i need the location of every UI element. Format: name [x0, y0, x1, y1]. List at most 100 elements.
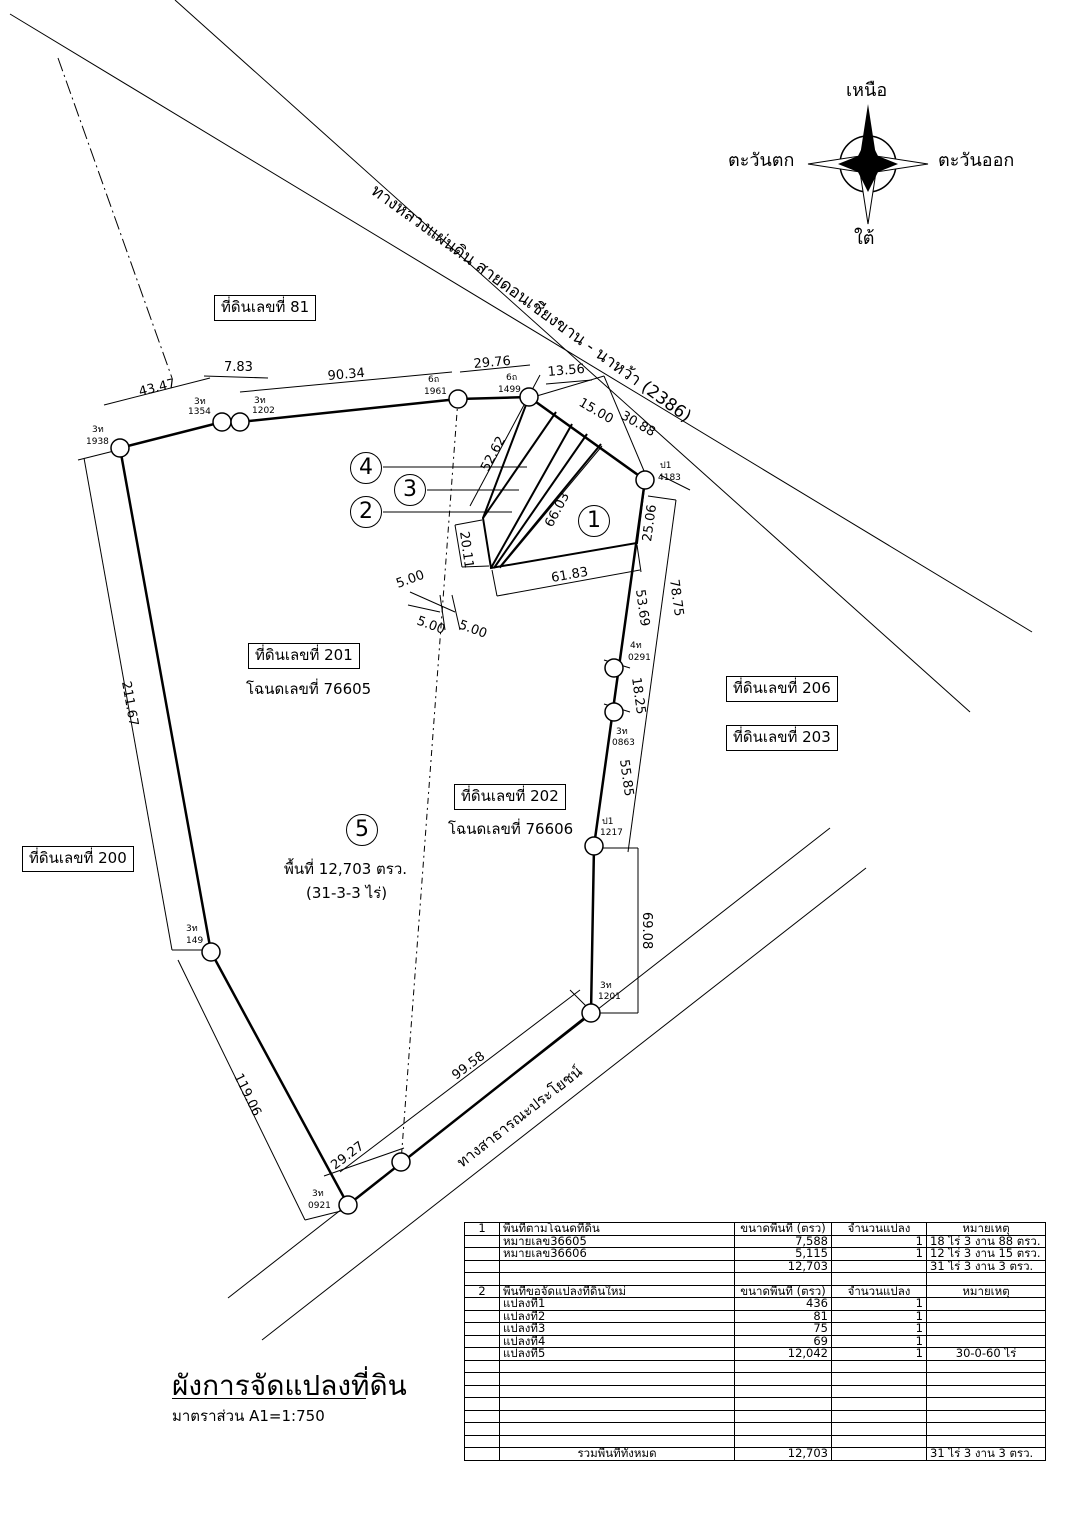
- marker-code: 3ท: [186, 924, 198, 934]
- marker-code: 6ถ: [506, 373, 517, 383]
- marker-num: 0921: [308, 1201, 331, 1211]
- marker-code: 3ท: [254, 396, 266, 406]
- boundary-dimension-lines: [77, 364, 691, 1221]
- dim-20-11: 20.11: [456, 530, 476, 569]
- marker-code: 6ถ: [428, 375, 439, 385]
- row-count: 1: [831, 1297, 927, 1311]
- title-underline: [172, 1398, 366, 1399]
- plot-leaders: [383, 466, 527, 513]
- row-note: 18 ไร่ 3 งาน 88 ตรว.: [926, 1234, 1046, 1248]
- marker-code: 4ท: [630, 641, 642, 651]
- table-row: 12,703 31 ไร่ 3 งาน 3 ตรว.: [464, 1259, 1046, 1273]
- section1-total-note: 31 ไร่ 3 งาน 3 ตรว.: [926, 1259, 1046, 1273]
- row-note: 12 ไร่ 3 งาน 15 ตรว.: [926, 1247, 1046, 1261]
- drawing-title: ผังการจัดแปลงที่ดิน: [172, 1369, 407, 1402]
- marker-code: ป1: [660, 461, 671, 471]
- section1-total-area: 12,703: [734, 1259, 832, 1273]
- col-note-header: หมายเหตุ: [926, 1284, 1046, 1298]
- row-count: 1: [831, 1309, 927, 1323]
- dim-30-88: 30.88: [618, 408, 658, 440]
- dim-53-69: 53.69: [632, 588, 652, 627]
- col-area-header: ขนาดพื้นที่ (ตรว): [734, 1284, 832, 1298]
- plot-4-number: 4: [350, 452, 382, 484]
- marker-num: 1217: [600, 828, 623, 838]
- table-row: [464, 1384, 1046, 1398]
- grand-total-area: 12,703: [734, 1447, 832, 1461]
- row-area: 7,588: [734, 1234, 832, 1248]
- row-note: [926, 1322, 1046, 1336]
- plot-3-number: 3: [394, 474, 426, 506]
- dim-69-08: 69.08: [639, 912, 654, 949]
- subplot-dimension-lines: [407, 374, 648, 631]
- row-note: [926, 1334, 1046, 1348]
- table-row: 2 พื้นที่ขอจัดแปลงที่ดินใหม่ ขนาดพื้นที่…: [464, 1284, 1046, 1298]
- col-area-header: ขนาดพื้นที่ (ตรว): [734, 1222, 832, 1236]
- total-area-text: พื้นที่ 12,703 ตรว.: [284, 860, 408, 878]
- parcel-202-deed: โฉนดเลขที่ 76606: [448, 820, 574, 838]
- deed-divider-dashed: [400, 398, 459, 1163]
- section-no: 2: [464, 1284, 500, 1298]
- row-area: 75: [734, 1322, 832, 1336]
- row-name: แปลงที่1: [499, 1297, 735, 1311]
- area-table: 1 พื้นที่ตามโฉนดที่ดิน ขนาดพื้นที่ (ตรว)…: [464, 1222, 1046, 1461]
- dim-55-85: 55.85: [616, 758, 636, 797]
- row-name: หมายเลข36605: [499, 1234, 735, 1248]
- neighbor-200-label: ที่ดินเลขที่ 200: [22, 846, 134, 872]
- dim-5-00-c: 5.00: [457, 618, 489, 642]
- row-count: 1: [831, 1347, 927, 1361]
- dim-15-00: 15.00: [576, 395, 616, 427]
- dim-78-75: 78.75: [666, 578, 686, 617]
- dim-25-06: 25.06: [640, 504, 660, 543]
- highway-road-lines: [9, 0, 1033, 713]
- dim-5-00-a: 5.00: [394, 568, 426, 592]
- marker-num: 1961: [424, 387, 447, 397]
- marker-num: 1938: [86, 437, 109, 447]
- table-row: [464, 1272, 1046, 1286]
- boundary-markers: [110, 387, 655, 1215]
- row-count: 1: [831, 1322, 927, 1336]
- dim-99-58: 99.58: [449, 1049, 488, 1083]
- row-name: แปลงที่2: [499, 1309, 735, 1323]
- dim-18-25: 18.25: [628, 676, 648, 715]
- marker-code: 3ท: [312, 1189, 324, 1199]
- row-note: [926, 1297, 1046, 1311]
- col-note-header: หมายเหตุ: [926, 1222, 1046, 1236]
- compass-rose: [807, 104, 929, 225]
- marker-num: 4183: [658, 473, 681, 483]
- dim-7-83: 7.83: [224, 360, 253, 375]
- table-row: [464, 1359, 1046, 1373]
- table-row: [464, 1372, 1046, 1386]
- grand-total-note: 31 ไร่ 3 งาน 3 ตรว.: [926, 1447, 1046, 1461]
- row-note: 30-0-60 ไร่: [926, 1347, 1046, 1361]
- dim-43-47: 43.47: [137, 376, 177, 400]
- compass-south-label: ใต้: [854, 228, 875, 249]
- table-row: รวมพื้นที่ทั้งหมด 12,703 31 ไร่ 3 งาน 3 …: [464, 1447, 1046, 1461]
- table-row: หมายเลข36606 5,115 1 12 ไร่ 3 งาน 15 ตรว…: [464, 1247, 1046, 1261]
- parcel-201-label: ที่ดินเลขที่ 201: [248, 643, 360, 669]
- marker-num: 149: [186, 936, 203, 946]
- compass-east-label: ตะวันออก: [938, 150, 1015, 171]
- dim-13-56: 13.56: [547, 362, 585, 380]
- dim-52-62: 52.62: [478, 434, 509, 474]
- table-row: [464, 1409, 1046, 1423]
- table-row: [464, 1434, 1046, 1448]
- marker-code: ป1: [602, 817, 613, 827]
- parcel-201-deed: โฉนดเลขที่ 76605: [246, 680, 372, 698]
- row-count: 1: [831, 1247, 927, 1261]
- row-name: หมายเลข36606: [499, 1247, 735, 1261]
- dim-211-67: 211.67: [118, 680, 141, 727]
- subplots-outline: [481, 396, 646, 570]
- marker-code: 3ท: [600, 981, 612, 991]
- table-row: แปลงที่1 436 1: [464, 1297, 1046, 1311]
- table-row: 1 พื้นที่ตามโฉนดที่ดิน ขนาดพื้นที่ (ตรว)…: [464, 1222, 1046, 1236]
- total-area-rai: (31-3-3 ไร่): [306, 884, 388, 902]
- table-row: แปลงที่3 75 1: [464, 1322, 1046, 1336]
- marker-num: 1202: [252, 406, 275, 416]
- compass-north-label: เหนือ: [846, 80, 888, 101]
- row-count: 1: [831, 1334, 927, 1348]
- dim-29-76: 29.76: [473, 354, 511, 372]
- row-name: แปลงที่4: [499, 1334, 735, 1348]
- row-name: แปลงที่3: [499, 1322, 735, 1336]
- row-area: 5,115: [734, 1247, 832, 1261]
